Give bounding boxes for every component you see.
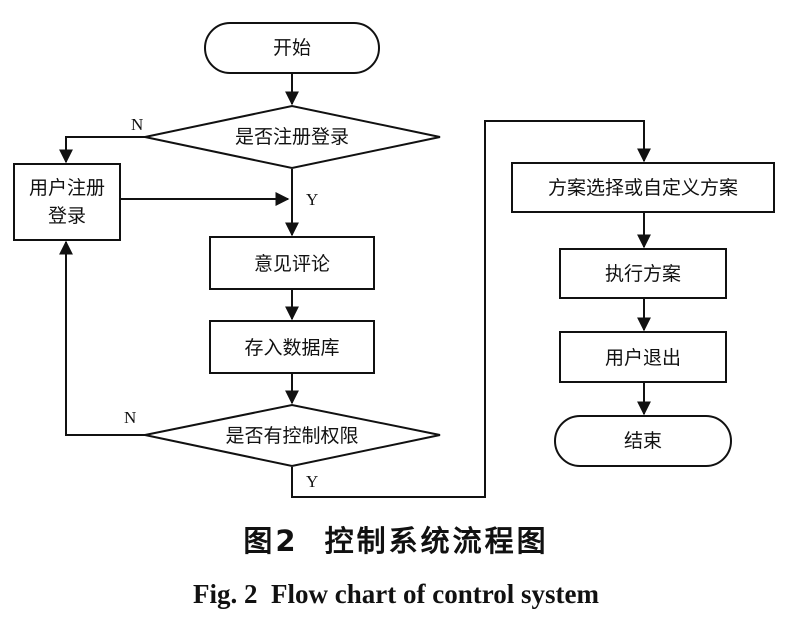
start-terminal [204,22,380,74]
register-process [13,163,121,241]
edge-permission-check-yes [291,120,651,498]
register-yes-label: Y [306,190,318,209]
execute-process [559,248,727,299]
edge-permission-check-no [59,240,145,436]
register-label-line2: 登录 [48,205,86,227]
end-label: 结束 [624,430,662,452]
scheme-select-process [511,162,775,213]
figure-caption-cn: 图2 控制系统流程图 [243,524,548,558]
permission-check-label: 是否有控制权限 [225,425,358,447]
start-label: 开始 [273,37,311,59]
permission-no-label: N [124,408,136,427]
scheme-select-label: 方案选择或自定义方案 [548,177,738,199]
execute-label: 执行方案 [605,263,681,285]
logout-process [559,331,727,383]
store-process [209,320,375,374]
register-check-label: 是否注册登录 [235,126,349,148]
logout-label: 用户退出 [605,347,681,369]
register-label-line1: 用户注册 [29,177,105,199]
register-check-decision [144,104,441,170]
register-no-label: N [131,115,143,134]
comment-process [209,236,375,290]
end-terminal [554,415,732,467]
comment-label: 意见评论 [254,253,330,275]
store-label: 存入数据库 [244,337,339,359]
permission-check-decision [144,403,441,468]
permission-yes-label: Y [306,472,318,491]
edge-register-check-no [59,136,145,164]
figure-caption-en: Fig. 2 Flow chart of control system [193,579,599,609]
